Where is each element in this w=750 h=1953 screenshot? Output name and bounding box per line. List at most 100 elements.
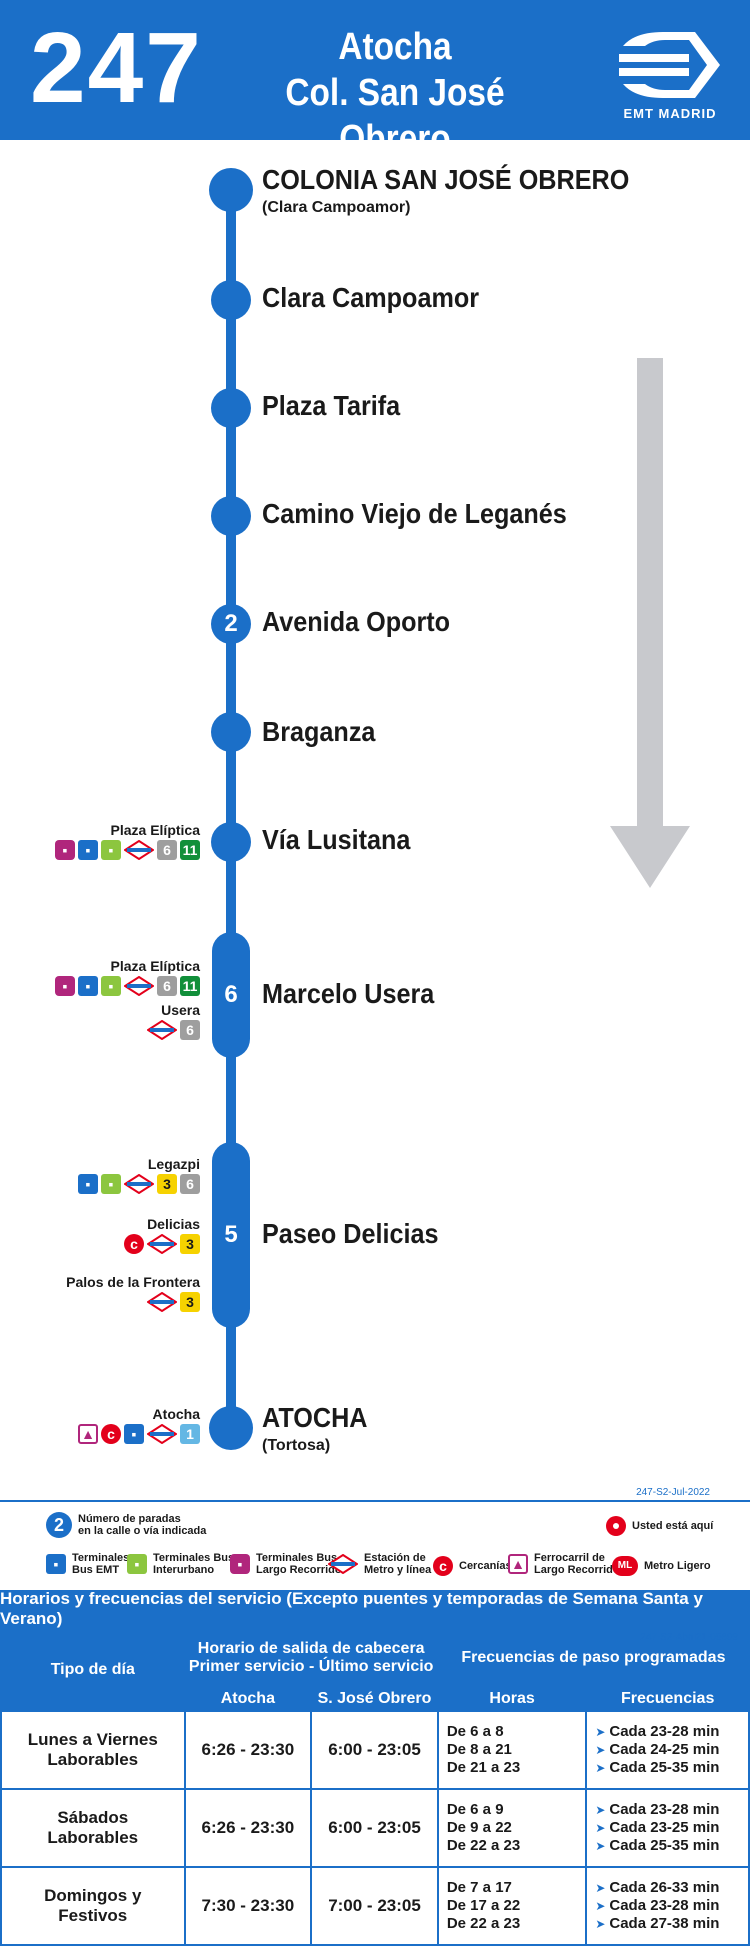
header-frequency: Frecuencias de paso programadas xyxy=(436,1628,750,1688)
metro-line-badge: 6 xyxy=(157,976,177,996)
metro-icon xyxy=(124,840,154,860)
arrow-right-icon: ➤ xyxy=(595,1725,606,1739)
legend-label-line2: Metro y línea xyxy=(364,1564,432,1576)
logo-text: EMT MADRID xyxy=(623,106,717,121)
header-day-type: Tipo de día xyxy=(0,1628,186,1712)
stop-name: ATOCHA xyxy=(262,1402,368,1433)
emt-bus-icon: ▪ xyxy=(78,976,98,996)
line-number: 247 xyxy=(30,12,203,124)
connection-icons: ▪ ▪ ▪ 6 11 xyxy=(55,840,200,860)
hours-item: De 17 a 22 xyxy=(446,1897,521,1914)
legend-label-line2: Largo Recorrido xyxy=(256,1564,342,1576)
connection-group: Delicias c 3 xyxy=(124,1216,200,1254)
route-title-line2: Col. San José Obrero xyxy=(285,72,505,160)
day-type-line2: Festivos xyxy=(58,1906,128,1925)
subheader-sjo: S. José Obrero xyxy=(310,1686,439,1712)
frequency-text: Cada 26-33 min xyxy=(609,1879,720,1896)
stop-name: COLONIA SAN JOSÉ OBRERO xyxy=(262,164,630,195)
connection-name: Usera xyxy=(161,1002,200,1018)
stop-subtitle: (Clara Campoamor) xyxy=(262,199,411,216)
hours-item: De 22 a 23 xyxy=(446,1915,521,1932)
long-distance-bus-icon: ▪ xyxy=(230,1554,250,1574)
legend-label: Número de paradas en la calle o vía indi… xyxy=(78,1513,206,1537)
stop-dot xyxy=(209,1406,253,1450)
subheader-hours: Horas xyxy=(436,1686,588,1712)
route-line xyxy=(226,190,236,1430)
stop-name: Camino Viejo de Leganés xyxy=(262,498,567,529)
interurban-bus-icon: ▪ xyxy=(127,1554,147,1574)
atocha-cell: 6:26 - 23:30 xyxy=(183,1788,313,1868)
interurban-bus-icon: ▪ xyxy=(101,1174,121,1194)
route-diagram: COLONIA SAN JOSÉ OBRERO (Clara Campoamor… xyxy=(0,140,750,1500)
sjo-cell: 7:00 - 23:05 xyxy=(310,1866,439,1946)
connection-icons: 3 xyxy=(66,1292,200,1312)
metro-line-badge: 3 xyxy=(157,1174,177,1194)
long-distance-rail-icon: ▲ xyxy=(508,1554,528,1574)
frequency-text: Cada 25-35 min xyxy=(609,1837,720,1854)
day-type-line1: Domingos y xyxy=(44,1886,142,1905)
connection-group: Plaza Elíptica ▪ ▪ ▪ 6 11 xyxy=(55,958,200,996)
metro-line-badge: 3 xyxy=(180,1234,200,1254)
connection-icons: ▪ ▪ ▪ 6 11 xyxy=(55,976,200,996)
hours-item: De 9 a 22 xyxy=(446,1819,512,1836)
frequency-text: Cada 23-28 min xyxy=(609,1897,720,1914)
table-header-row: Tipo de día Horario de salida de cabecer… xyxy=(0,1628,750,1712)
stop-name: Avenida Oporto xyxy=(262,606,451,637)
frequency-text: Cada 24-25 min xyxy=(609,1741,720,1758)
day-type-line2: Laborables xyxy=(47,1828,139,1847)
stop-count-badge: 6 xyxy=(224,981,238,1008)
hours-item: De 21 a 23 xyxy=(446,1759,521,1776)
atocha-cell: 7:30 - 23:30 xyxy=(183,1866,313,1946)
stop-pill: 5 xyxy=(212,1142,250,1328)
interurban-bus-icon: ▪ xyxy=(101,840,121,860)
frequency-item: ➤Cada 23-25 min xyxy=(595,1819,748,1837)
version-code: 247-S2-Jul-2022 xyxy=(636,1487,710,1498)
emt-logo: EMT MADRID xyxy=(615,28,725,123)
hours-item: De 6 a 8 xyxy=(446,1723,504,1740)
frequency-item: ➤Cada 25-35 min xyxy=(595,1759,748,1777)
stop-dot xyxy=(209,168,253,212)
schedule-table: Tipo de día Horario de salida de cabecer… xyxy=(0,1628,750,1946)
cercanias-icon: c xyxy=(433,1556,453,1576)
hours-cell: De 7 a 17 De 17 a 22 De 22 a 23 xyxy=(436,1866,588,1946)
route-title: Atocha Col. San José Obrero xyxy=(250,24,540,162)
stop-dot xyxy=(211,712,251,752)
metro-icon xyxy=(147,1020,177,1040)
emt-bus-icon: ▪ xyxy=(78,840,98,860)
frequency-item: ➤Cada 26-33 min xyxy=(595,1879,748,1897)
stop-dot xyxy=(211,604,251,644)
legend-label: Cercanías xyxy=(459,1560,512,1572)
frequencies-cell: ➤Cada 26-33 min ➤Cada 23-28 min ➤Cada 27… xyxy=(585,1866,750,1946)
schedule-section: Horarios y frecuencias del servicio (Exc… xyxy=(0,1588,750,1953)
day-type-line1: Sábados xyxy=(57,1808,129,1827)
legend-label-line1: Ferrocarril de xyxy=(534,1552,605,1564)
stop-name: Vía Lusitana xyxy=(262,824,411,855)
metro-icon xyxy=(328,1554,358,1574)
schedule-version-code: 247-S2-Abril21-08609 xyxy=(640,1632,738,1643)
stop-name: Braganza xyxy=(262,716,376,747)
stop-count-badge: 5 xyxy=(224,1221,238,1248)
cercanias-icon: c xyxy=(124,1234,144,1254)
emt-bus-icon: ▪ xyxy=(124,1424,144,1444)
connection-group: Legazpi ▪ ▪ 3 6 xyxy=(78,1156,200,1194)
long-distance-bus-icon: ▪ xyxy=(55,840,75,860)
legend-label-line2: Interurbano xyxy=(153,1564,215,1576)
frequency-item: ➤Cada 23-28 min xyxy=(595,1801,748,1819)
connection-icons: ▪ ▪ 3 6 xyxy=(78,1174,200,1194)
connection-name: Atocha xyxy=(152,1406,200,1422)
connection-icons: c 3 xyxy=(124,1234,200,1254)
legend-label-line2: Largo Recorrido xyxy=(534,1564,620,1576)
legend-label-line2: Bus EMT xyxy=(72,1564,120,1576)
you-are-here-icon xyxy=(606,1516,626,1536)
metro-line-badge: 6 xyxy=(180,1020,200,1040)
arrow-right-icon: ➤ xyxy=(595,1839,606,1853)
legend-label: Metro Ligero xyxy=(644,1560,711,1572)
